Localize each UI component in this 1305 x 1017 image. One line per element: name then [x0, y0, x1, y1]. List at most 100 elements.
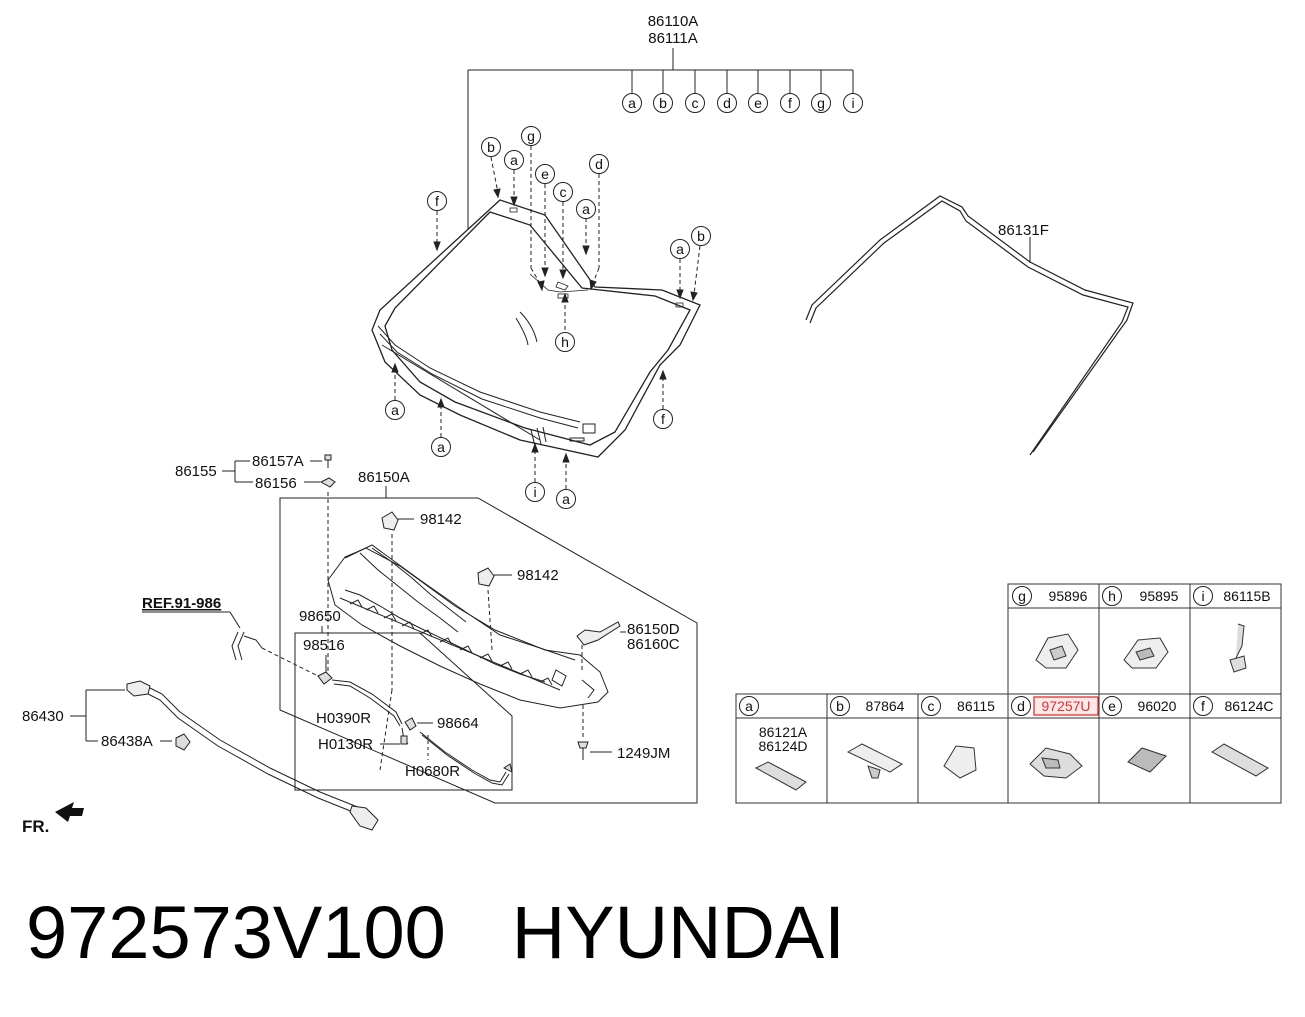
svg-text:b: b	[836, 698, 844, 714]
washer-hose-1: H0390R	[316, 710, 371, 727]
table-cell-c: c 86115	[921, 696, 995, 716]
svg-text:a: a	[562, 491, 570, 507]
callout-b-right: b	[691, 226, 711, 246]
harness-clip-part: 86438A	[101, 733, 153, 750]
svg-text:d: d	[1017, 698, 1025, 714]
callout-e-top: e	[535, 164, 555, 184]
table-cell-g: g 95896	[1012, 586, 1088, 606]
table-cell-h: h 95895	[1102, 586, 1179, 606]
callout-a-bottom-right: a	[556, 489, 576, 509]
moulding-drawing	[805, 195, 1134, 456]
table-part-86124C: 86124C	[1224, 698, 1273, 714]
cowl-group-labels: 86155 86157A 86156 86150A 98142 98142 86…	[175, 453, 680, 762]
windshield-part-top: 86110A	[648, 13, 699, 30]
table-cell-f: f 86124C	[1193, 696, 1274, 716]
washer-hose-3: H0680R	[405, 763, 460, 780]
thumb-86115B	[1229, 623, 1247, 673]
washer-connector-part: 98516	[303, 637, 345, 654]
callout-b-top: b	[481, 137, 501, 157]
svg-text:a: a	[676, 241, 684, 257]
table-cell-i: i 86115B	[1193, 586, 1271, 606]
svg-text:a: a	[628, 95, 636, 111]
svg-text:a: a	[745, 698, 753, 714]
svg-text:f: f	[788, 95, 792, 111]
svg-text:b: b	[697, 228, 705, 244]
callout-i-bottom: i	[525, 482, 545, 502]
cowl-drawing	[222, 454, 698, 804]
svg-text:c: c	[692, 95, 699, 111]
svg-text:g: g	[1018, 588, 1026, 604]
nozzle-part-2: 98142	[517, 567, 559, 584]
thumb-86124C	[1211, 743, 1269, 777]
svg-text:c: c	[560, 184, 567, 200]
svg-text:d: d	[723, 95, 731, 111]
callout-a-right: a	[670, 239, 690, 259]
svg-text:a: a	[582, 201, 590, 217]
table-part-87864: 87864	[866, 698, 905, 714]
table-cell-e: e 96020	[1102, 696, 1177, 716]
seal-part-2: 86160C	[627, 636, 680, 653]
callout-a-mid: a	[576, 199, 596, 219]
table-part-95895: 95895	[1140, 588, 1179, 604]
svg-text:b: b	[659, 95, 667, 111]
parts-diagram: 86110A 86111A a b c d e f g i	[22, 13, 1282, 836]
callout-c-top: c	[553, 182, 573, 202]
table-part-86115: 86115	[957, 698, 995, 714]
washer-valve-part: 98664	[437, 715, 479, 732]
svg-text:e: e	[541, 166, 549, 182]
windshield-part-label: 86110A 86111A	[648, 13, 699, 47]
harness-labels: REF.91-986 86430 86438A	[22, 595, 221, 750]
callout-a-left-low: a	[385, 400, 405, 420]
clip-letter-c: c	[685, 93, 705, 113]
thumb-96020	[1127, 747, 1167, 773]
svg-text:a: a	[391, 402, 399, 418]
callout-a-bottom: a	[431, 437, 451, 457]
footer: 972573V100 HYUNDAI	[26, 888, 845, 978]
windshield-clip-letters: a b c d e f g i	[622, 93, 863, 113]
front-arrow-icon	[55, 802, 84, 822]
svg-text:b: b	[487, 139, 495, 155]
clip-letter-e: e	[748, 93, 768, 113]
callout-g-top: g	[521, 126, 541, 146]
clip-letter-f: f	[780, 93, 800, 113]
svg-text:f: f	[435, 193, 439, 209]
table-part-96020: 96020	[1138, 698, 1177, 714]
harness-main-part: 86430	[22, 708, 64, 725]
washer-assy-part: 98650	[299, 608, 341, 625]
table-part-95896: 95896	[1049, 588, 1088, 604]
harness-ref: REF.91-986	[142, 595, 221, 612]
svg-text:h: h	[1108, 588, 1116, 604]
svg-text:g: g	[527, 128, 535, 144]
washer-hose-2: H0130R	[318, 736, 373, 753]
table-part-86124D: 86124D	[758, 738, 807, 754]
windshield-callouts: f b a g e c a d a b h a a i a f	[385, 126, 711, 509]
windshield-leader-lines	[467, 48, 854, 232]
clip-letter-a: a	[622, 93, 642, 113]
front-indicator: FR.	[22, 802, 84, 836]
table-part-86121A: 86121A	[759, 724, 808, 740]
windshield-callout-leaders	[391, 146, 701, 489]
moulding-part: 86131F	[998, 222, 1049, 239]
svg-text:f: f	[661, 411, 665, 427]
clip-letter-i: i	[843, 93, 863, 113]
seal-part-1: 86150D	[627, 621, 680, 638]
harness-drawing	[70, 611, 379, 831]
part-number-title: 972573V100	[26, 891, 446, 974]
svg-text:a: a	[510, 152, 518, 168]
parts-table-bottom-row: a 86121A 86124D b 87864 c 86115 d 97257U…	[739, 696, 1274, 754]
svg-text:i: i	[1201, 588, 1204, 604]
callout-a-top: a	[504, 150, 524, 170]
clip-letter-g: g	[811, 93, 831, 113]
svg-text:i: i	[851, 95, 854, 111]
table-cell-a: a 86121A 86124D	[739, 696, 808, 754]
svg-text:c: c	[928, 698, 935, 714]
cowl-bolt-part: 86157A	[252, 453, 304, 470]
washer-drawing	[294, 626, 513, 791]
svg-text:g: g	[817, 95, 825, 111]
nozzle-part-1: 98142	[420, 511, 462, 528]
thumb-87864	[846, 743, 903, 773]
svg-text:h: h	[561, 334, 569, 350]
clip-letter-d: d	[717, 93, 737, 113]
washer-labels: 98650 98516 H0390R H0130R H0680R 98664	[299, 608, 479, 780]
callout-f-left: f	[427, 191, 447, 211]
